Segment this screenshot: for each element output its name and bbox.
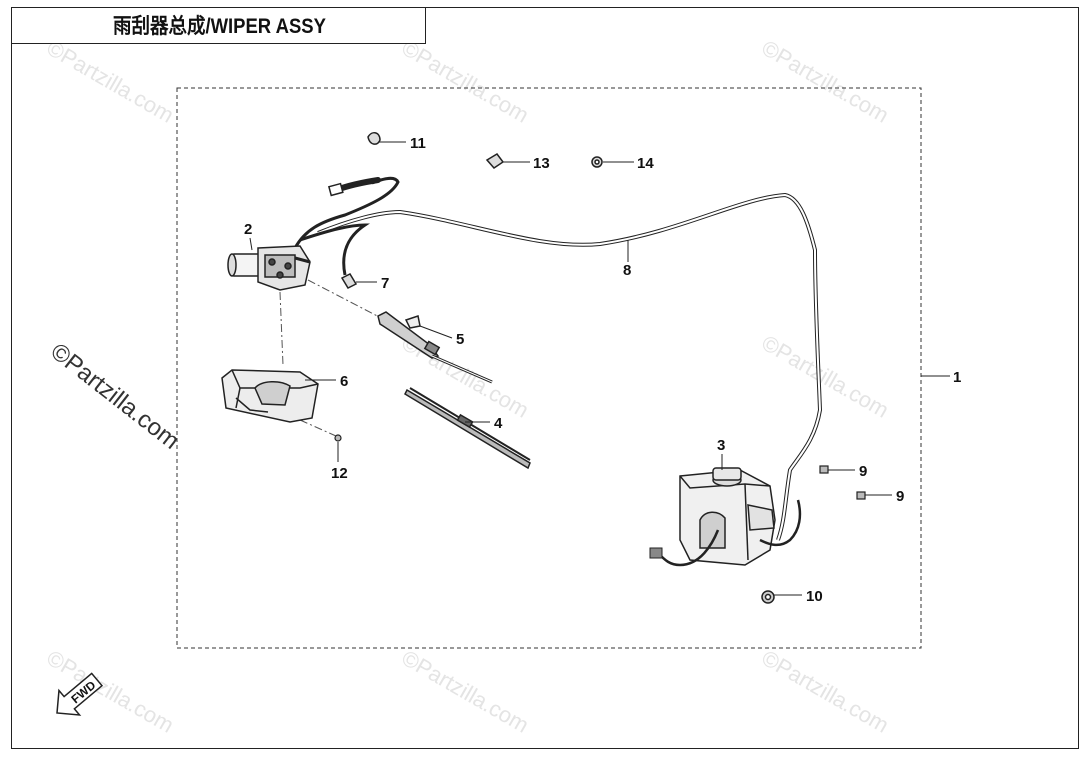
motor-cover: [221, 369, 319, 423]
clip-7: [340, 273, 358, 289]
title-box: 雨刮器总成/WIPER ASSY: [11, 7, 426, 44]
group-boundary: [176, 87, 922, 649]
callout-1: 1: [953, 369, 961, 386]
callout-13: 13: [533, 155, 550, 172]
callout-6: 6: [340, 373, 348, 390]
page-title: 雨刮器总成/WIPER ASSY: [113, 15, 326, 38]
callout-5: 5: [456, 331, 464, 348]
clip-11: [367, 132, 381, 145]
wiper-blade: [404, 387, 531, 470]
callout-7: 7: [381, 275, 389, 292]
callout-8: 8: [623, 262, 631, 279]
screw-12: [334, 434, 342, 442]
nut-10: [761, 590, 775, 604]
callout-3: 3: [717, 437, 725, 454]
callout-12: 12: [331, 465, 348, 482]
clip-13: [485, 153, 505, 169]
wiper-arm: [377, 311, 493, 384]
callout-11: 11: [410, 135, 426, 152]
fwd-arrow-icon: FWD: [56, 672, 104, 716]
callout-labels: 11 13 14 2 7 5 6 4 12 8 1 3 9 9 10: [244, 135, 961, 605]
wiper-motor: [227, 245, 311, 291]
callout-9b: 9: [896, 488, 904, 505]
diagram-frame: [11, 7, 1079, 749]
callout-4: 4: [494, 415, 503, 432]
alignment-lines: [279, 279, 386, 437]
nut-14: [591, 156, 603, 168]
callout-10: 10: [806, 588, 823, 605]
callout-14: 14: [637, 155, 654, 172]
washer-reservoir: [679, 467, 776, 566]
leader-lines: [249, 141, 950, 596]
washer-hose: [299, 192, 823, 541]
callout-9: 9: [859, 463, 867, 480]
motor-harness: [293, 176, 400, 249]
callout-2: 2: [244, 221, 252, 238]
pump-harness: [649, 499, 802, 567]
